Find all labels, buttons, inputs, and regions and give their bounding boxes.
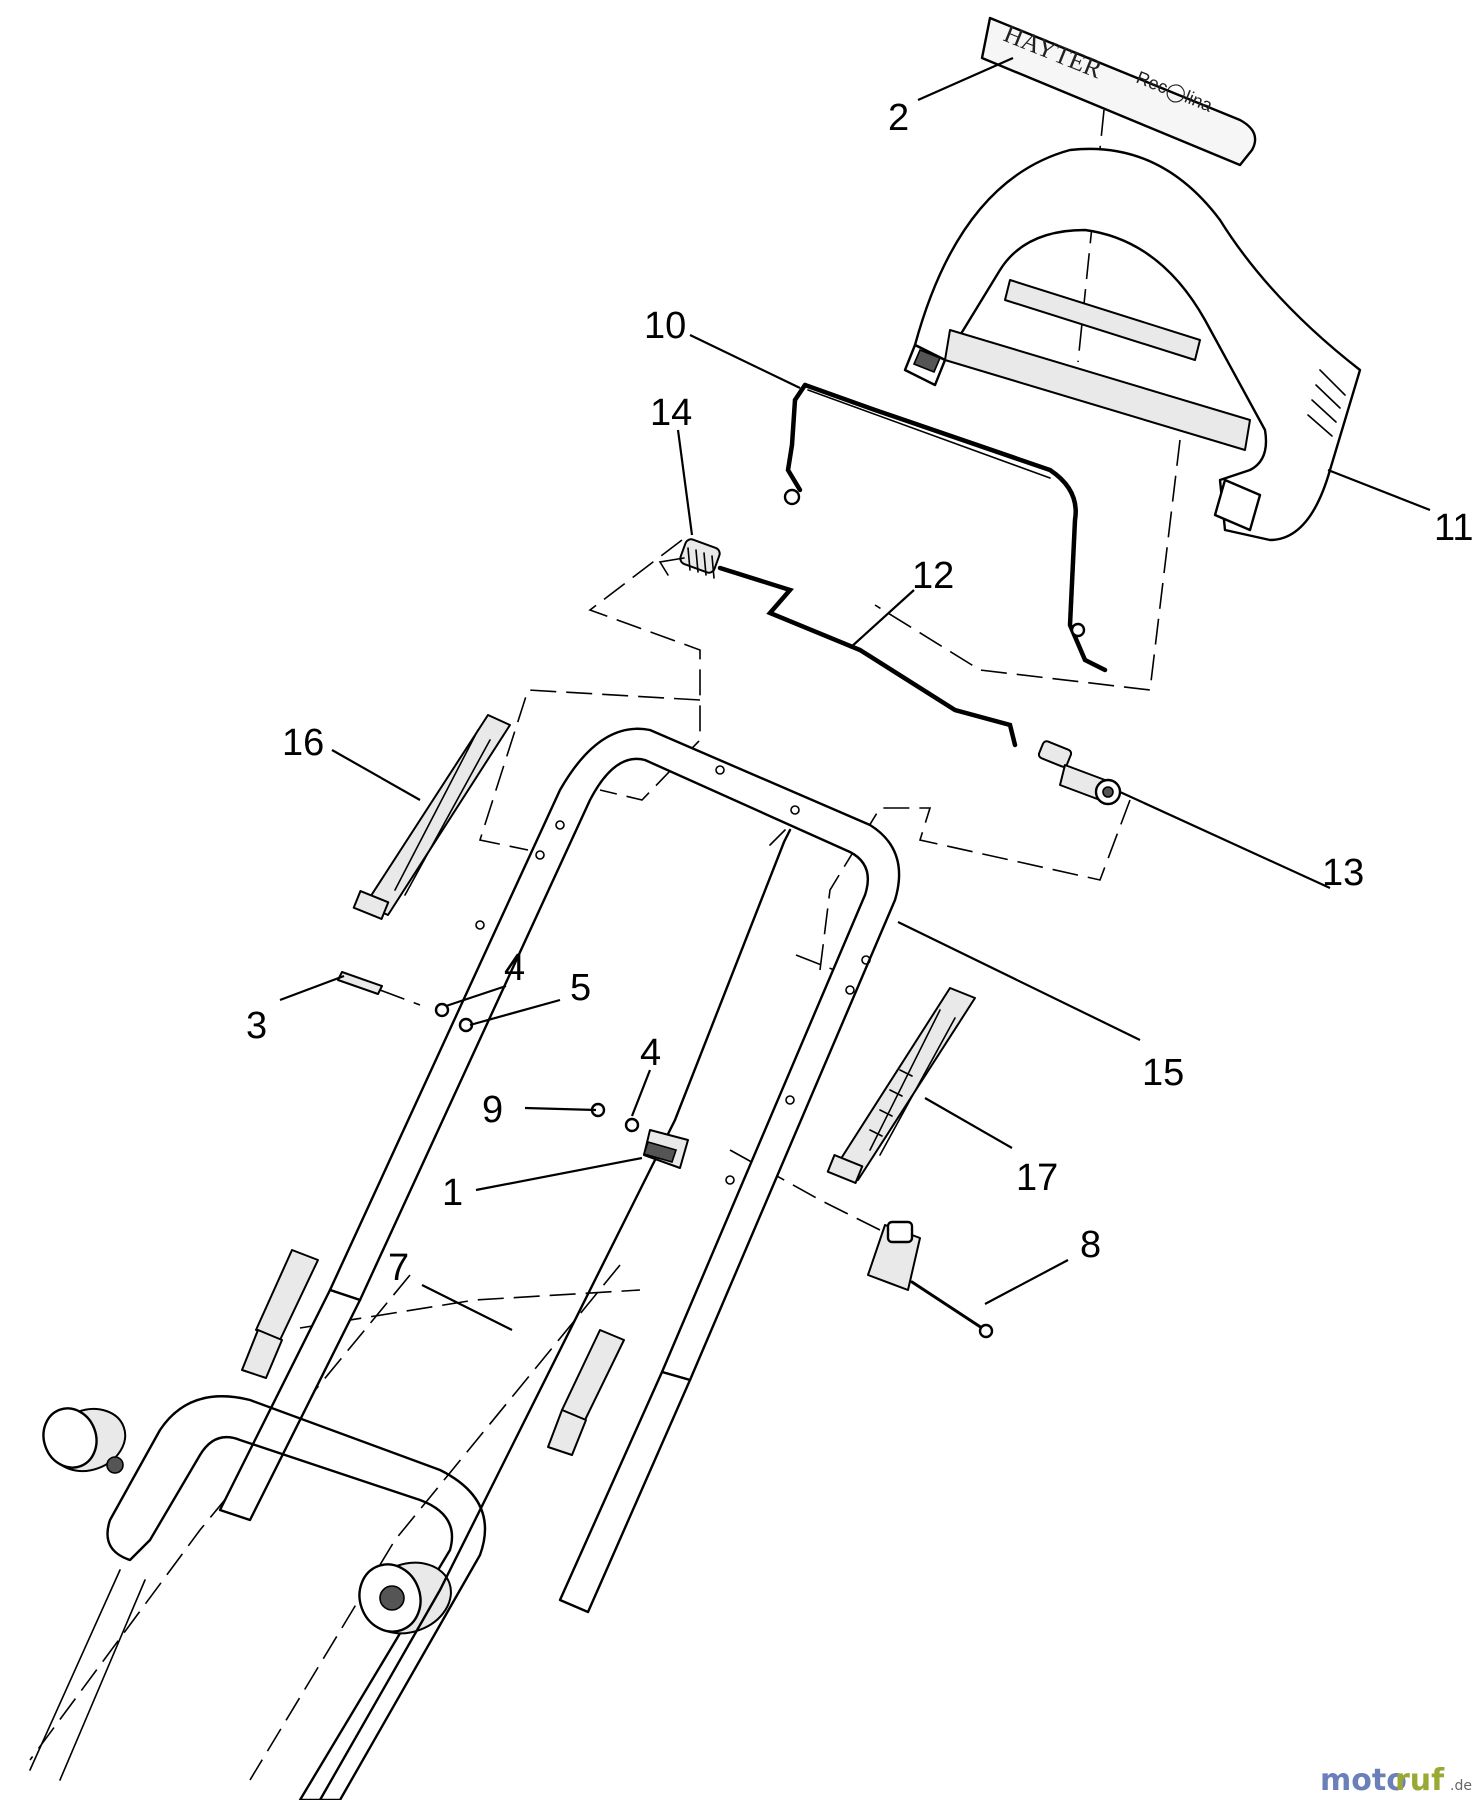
callout-14: 14 xyxy=(650,392,692,434)
callout-5: 5 xyxy=(570,967,591,1009)
callout-4a: 4 xyxy=(504,947,525,989)
callout-labels: 2 10 14 11 12 16 13 4 5 3 4 15 9 1 17 8 … xyxy=(246,97,1473,1289)
callout-11: 11 xyxy=(1434,507,1473,549)
watermark-text-b: ruf xyxy=(1395,1763,1445,1798)
spring xyxy=(658,538,721,579)
pin-3 xyxy=(337,971,383,995)
leader-lines xyxy=(279,56,1431,1331)
callout-2: 2 xyxy=(888,97,909,139)
callout-9: 9 xyxy=(482,1089,503,1131)
callout-17: 17 xyxy=(1016,1157,1058,1199)
callout-1: 1 xyxy=(442,1172,463,1214)
lower-handle xyxy=(29,1395,487,1800)
callout-7: 7 xyxy=(388,1247,409,1289)
hayter-decal: HAYTER Rec◯lina xyxy=(980,16,1257,167)
knob-left xyxy=(42,1407,127,1474)
watermark-text-a: moto xyxy=(1320,1763,1407,1798)
clamp-knob-8 xyxy=(867,1220,994,1339)
motoruf-watermark: moto ruf .de xyxy=(1320,1763,1472,1798)
cable-clip-1 xyxy=(642,1129,689,1169)
bail-wire xyxy=(783,382,1108,673)
watermark-text-c: .de xyxy=(1450,1778,1472,1794)
callout-16: 16 xyxy=(282,722,324,764)
callout-13: 13 xyxy=(1322,852,1364,894)
callout-3: 3 xyxy=(246,1005,267,1047)
knob-right xyxy=(358,1561,452,1635)
callout-15: 15 xyxy=(1142,1052,1184,1094)
control-cable xyxy=(318,828,792,1800)
assembly-dash-lines xyxy=(29,109,1181,1781)
callout-4b: 4 xyxy=(640,1032,661,1074)
top-handle-grip xyxy=(903,147,1362,542)
washer-4-left xyxy=(434,1002,450,1018)
callout-10: 10 xyxy=(644,305,686,347)
cable-adjuster xyxy=(1059,764,1122,806)
handle-bracket-left xyxy=(352,714,511,920)
callout-8: 8 xyxy=(1080,1224,1101,1266)
callout-12: 12 xyxy=(912,555,954,597)
handle-bracket-right xyxy=(826,987,976,1184)
handle-frame xyxy=(218,727,901,1614)
washer-4-center xyxy=(624,1117,640,1133)
link-rod xyxy=(717,565,1073,768)
